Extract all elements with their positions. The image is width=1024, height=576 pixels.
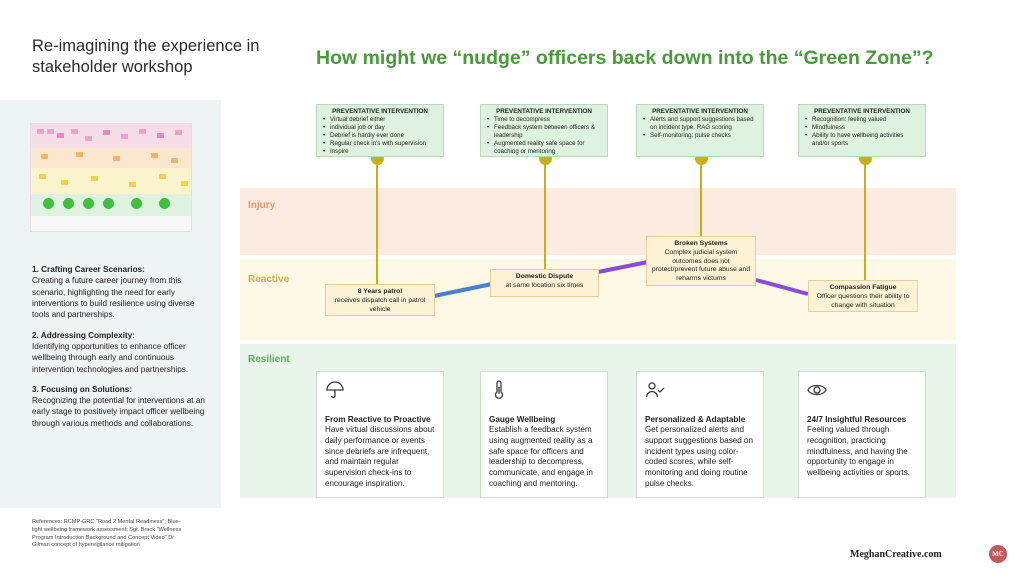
solution-card: From Reactive to Proactive Have virtual … xyxy=(316,371,444,498)
side-point-text: Creating a future career journey from th… xyxy=(32,276,195,320)
intervention-item: Time to decompress xyxy=(487,116,601,124)
solution-card: Personalized & Adaptable Get personalize… xyxy=(636,371,764,498)
intervention-title: PREVENTATIVE INTERVENTION xyxy=(332,108,428,115)
intervention-box: PREVENTATIVE INTERVENTION Alerts and sup… xyxy=(636,104,764,157)
umbrella-icon xyxy=(326,381,344,398)
side-point-text: Identifying opportunities to enhance off… xyxy=(32,341,189,374)
pin-line xyxy=(700,157,702,239)
card-title: From Reactive to Proactive xyxy=(325,415,431,424)
intervention-item: Debrief is hardly ever done xyxy=(323,132,437,140)
side-point: 3. Focusing on Solutions: Recognizing th… xyxy=(32,384,212,429)
card-text: Establish a feedback system using augmen… xyxy=(489,425,593,488)
user-check-icon xyxy=(645,382,665,398)
side-point-title: 1. Crafting Career Scenarios: xyxy=(32,265,145,274)
pin-line xyxy=(864,157,866,284)
brand-name[interactable]: MeghanCreative.com xyxy=(850,549,942,560)
pin-line xyxy=(376,157,378,289)
event-text: receives dispatch call in patrol vehicle xyxy=(334,296,426,313)
intervention-box: PREVENTATIVE INTERVENTION Recognition: f… xyxy=(798,104,926,157)
intervention-item: Inspire xyxy=(323,148,437,156)
connector-line xyxy=(433,282,493,298)
brand-logo-icon: MC xyxy=(989,545,1007,563)
references: References: RCMP-GRC "Road 2 Mental Read… xyxy=(32,519,182,549)
card-title: Gauge Wellbeing xyxy=(489,415,556,424)
event-box: Broken Systems Complex judicial system o… xyxy=(646,236,756,286)
card-text: Feeling valued through recognition, prac… xyxy=(807,425,911,477)
event-text: Officer questions their ability to chang… xyxy=(816,292,910,309)
zone-label-resilient: Resilient xyxy=(248,354,290,365)
event-box: Domestic Dispute at same location six ti… xyxy=(490,269,599,297)
intervention-item: Recognition: feeling valued xyxy=(805,116,919,124)
side-point: 1. Crafting Career Scenarios: Creating a… xyxy=(32,264,212,321)
pin-line xyxy=(544,157,546,273)
event-text: Complex judicial system outcomes does no… xyxy=(651,248,751,283)
eye-icon xyxy=(807,384,827,396)
solution-card: 24/7 Insightful Resources Feeling valued… xyxy=(798,371,926,498)
intervention-box: PREVENTATIVE INTERVENTION Virtual debrie… xyxy=(316,104,444,157)
zone-label-reactive: Reactive xyxy=(248,274,290,285)
event-box: 8 Years patrol receives dispatch call in… xyxy=(325,284,435,316)
event-box: Compassion Fatigue Officer questions the… xyxy=(808,280,918,312)
connector-line xyxy=(755,278,809,296)
event-title: Broken Systems xyxy=(674,240,728,247)
thermometer-icon xyxy=(494,380,504,400)
intervention-item: Self-monitoring; pulse checks xyxy=(643,132,757,140)
event-title: Compassion Fatigue xyxy=(829,284,897,291)
zone-injury: Injury xyxy=(240,188,956,255)
intervention-title: PREVENTATIVE INTERVENTION xyxy=(814,108,910,115)
intervention-item: Augmented reality safe space for coachin… xyxy=(487,140,601,156)
zone-label-injury: Injury xyxy=(248,200,276,211)
intervention-item: Feedback system between officers & leade… xyxy=(487,124,601,140)
intervention-item: Ability to have wellbeing activities and… xyxy=(805,132,919,148)
intervention-box: PREVENTATIVE INTERVENTION Time to decomp… xyxy=(480,104,608,157)
event-title: Domestic Dispute xyxy=(515,273,574,280)
headline: How might we “nudge” officers back down … xyxy=(316,47,934,69)
solution-card: Gauge Wellbeing Establish a feedback sys… xyxy=(480,371,608,498)
side-point-title: 3. Focusing on Solutions: xyxy=(32,384,133,394)
card-title: Personalized & Adaptable xyxy=(645,415,746,424)
intervention-item: Mindfulness xyxy=(805,124,919,132)
event-title: 8 Years patrol xyxy=(357,288,403,295)
workshop-board-image xyxy=(30,123,192,232)
side-point: 2. Addressing Complexity: Identifying op… xyxy=(32,330,212,375)
intervention-title: PREVENTATIVE INTERVENTION xyxy=(652,108,748,115)
side-points: 1. Crafting Career Scenarios: Creating a… xyxy=(32,264,212,438)
side-point-title: 2. Addressing Complexity: xyxy=(32,330,135,340)
intervention-item: individual job or day xyxy=(323,124,437,132)
card-title: 24/7 Insightful Resources xyxy=(807,415,907,424)
intervention-item: Virtual debrief either xyxy=(323,116,437,124)
intervention-title: PREVENTATIVE INTERVENTION xyxy=(496,108,592,115)
intervention-item: Alerts and support suggestions based on … xyxy=(643,116,757,132)
card-text: Have virtual discussions about daily per… xyxy=(325,425,435,488)
side-point-text: Recognizing the potential for interventi… xyxy=(32,396,205,428)
card-text: Get personalized alerts and support sugg… xyxy=(645,425,753,488)
event-text: at same location six times xyxy=(505,281,584,289)
page-title: Re-imagining the experience in stakehold… xyxy=(32,37,260,76)
intervention-item: Regular check in's with supervision xyxy=(323,140,437,148)
connector-line xyxy=(597,260,649,274)
